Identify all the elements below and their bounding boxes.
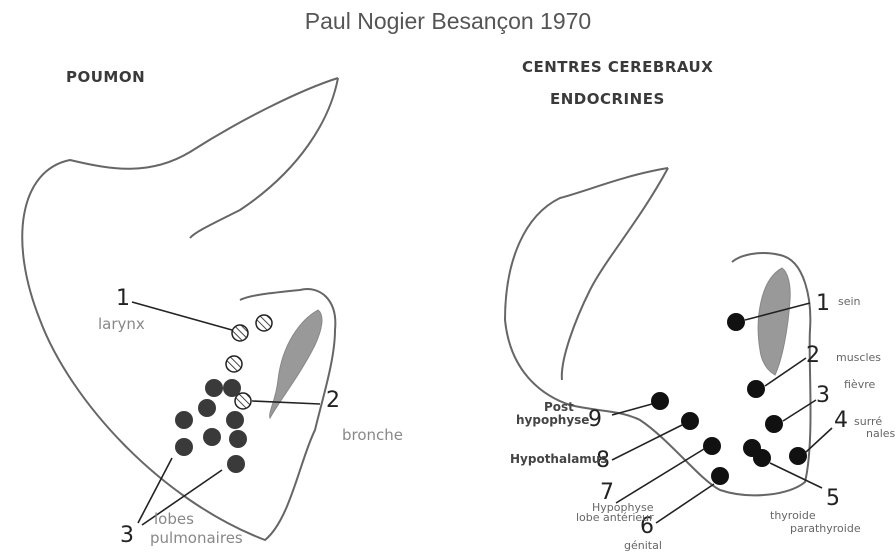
leader-line bbox=[612, 425, 682, 460]
leader-line bbox=[132, 302, 232, 330]
right-concha bbox=[758, 268, 790, 375]
fievre-label: fièvre bbox=[844, 378, 875, 391]
lung-point bbox=[226, 411, 244, 429]
lung-point bbox=[203, 428, 221, 446]
post-hypophyse-label: hypophyse bbox=[516, 413, 589, 427]
larynx-point bbox=[256, 315, 272, 331]
lung-point bbox=[175, 438, 193, 456]
posterior-pituitary-point bbox=[651, 392, 669, 410]
larynx-point bbox=[232, 325, 248, 341]
label-4-number: 4 bbox=[834, 408, 848, 433]
muscles-label: muscles bbox=[836, 351, 881, 364]
sein-label: sein bbox=[838, 295, 861, 308]
fever-point bbox=[765, 415, 783, 433]
lung-points bbox=[175, 379, 247, 473]
larynx-label: larynx bbox=[98, 315, 145, 333]
label-1-number: 1 bbox=[816, 291, 830, 316]
nales-label: nales bbox=[866, 427, 896, 440]
muscle-point bbox=[747, 380, 765, 398]
label-3-number: 3 bbox=[816, 383, 830, 408]
label-2-number: 2 bbox=[326, 388, 340, 413]
post-label: Post bbox=[544, 400, 574, 414]
hypothalamus-label: Hypothalamus bbox=[510, 452, 607, 466]
leader-line bbox=[616, 449, 704, 503]
left-ear-outline bbox=[22, 78, 338, 540]
lung-point bbox=[198, 399, 216, 417]
breast-point bbox=[727, 313, 745, 331]
parathyroide-label: parathyroide bbox=[790, 522, 861, 535]
label-9-number: 9 bbox=[588, 407, 602, 432]
label-2-number: 2 bbox=[806, 343, 820, 368]
bronche-label: bronche bbox=[342, 426, 403, 444]
genital-point bbox=[711, 467, 729, 485]
right-ear-helix-inner bbox=[562, 168, 668, 380]
hypothalamus-point bbox=[681, 412, 699, 430]
lung-point bbox=[229, 430, 247, 448]
lung-point bbox=[205, 379, 223, 397]
endocrines-heading: ENDOCRINES bbox=[550, 90, 665, 108]
label-3-number: 3 bbox=[120, 523, 134, 548]
leader-line bbox=[656, 484, 714, 523]
lobes-label: lobes bbox=[154, 510, 194, 528]
left-ear-helix-inner bbox=[190, 78, 338, 238]
poumon-heading: POUMON bbox=[66, 68, 145, 86]
bronchus-point bbox=[226, 356, 242, 372]
leader-line bbox=[252, 401, 320, 404]
parathyroid-point bbox=[753, 449, 771, 467]
left-ear-diagram: POUMON bbox=[22, 68, 403, 548]
anterior-pituitary-point bbox=[703, 437, 721, 455]
right-ear-diagram: CENTRES CEREBRAUX ENDOCRINES bbox=[505, 58, 896, 552]
lobe-anterieur-label: lobe antérieur bbox=[576, 511, 654, 524]
label-1-number: 1 bbox=[116, 286, 130, 311]
lung-point bbox=[227, 455, 245, 473]
leader-line bbox=[770, 463, 822, 488]
genital-label: génital bbox=[624, 539, 662, 552]
lung-point bbox=[223, 379, 241, 397]
label-5-number: 5 bbox=[826, 486, 840, 511]
leader-line bbox=[612, 404, 652, 415]
adrenal-point bbox=[789, 447, 807, 465]
lung-point bbox=[175, 411, 193, 429]
bronchus-point bbox=[235, 393, 251, 409]
thyroide-label: thyroide bbox=[770, 509, 816, 522]
pulmonaires-label: pulmonaires bbox=[150, 529, 243, 547]
centres-cerebraux-heading: CENTRES CEREBRAUX bbox=[522, 58, 713, 76]
